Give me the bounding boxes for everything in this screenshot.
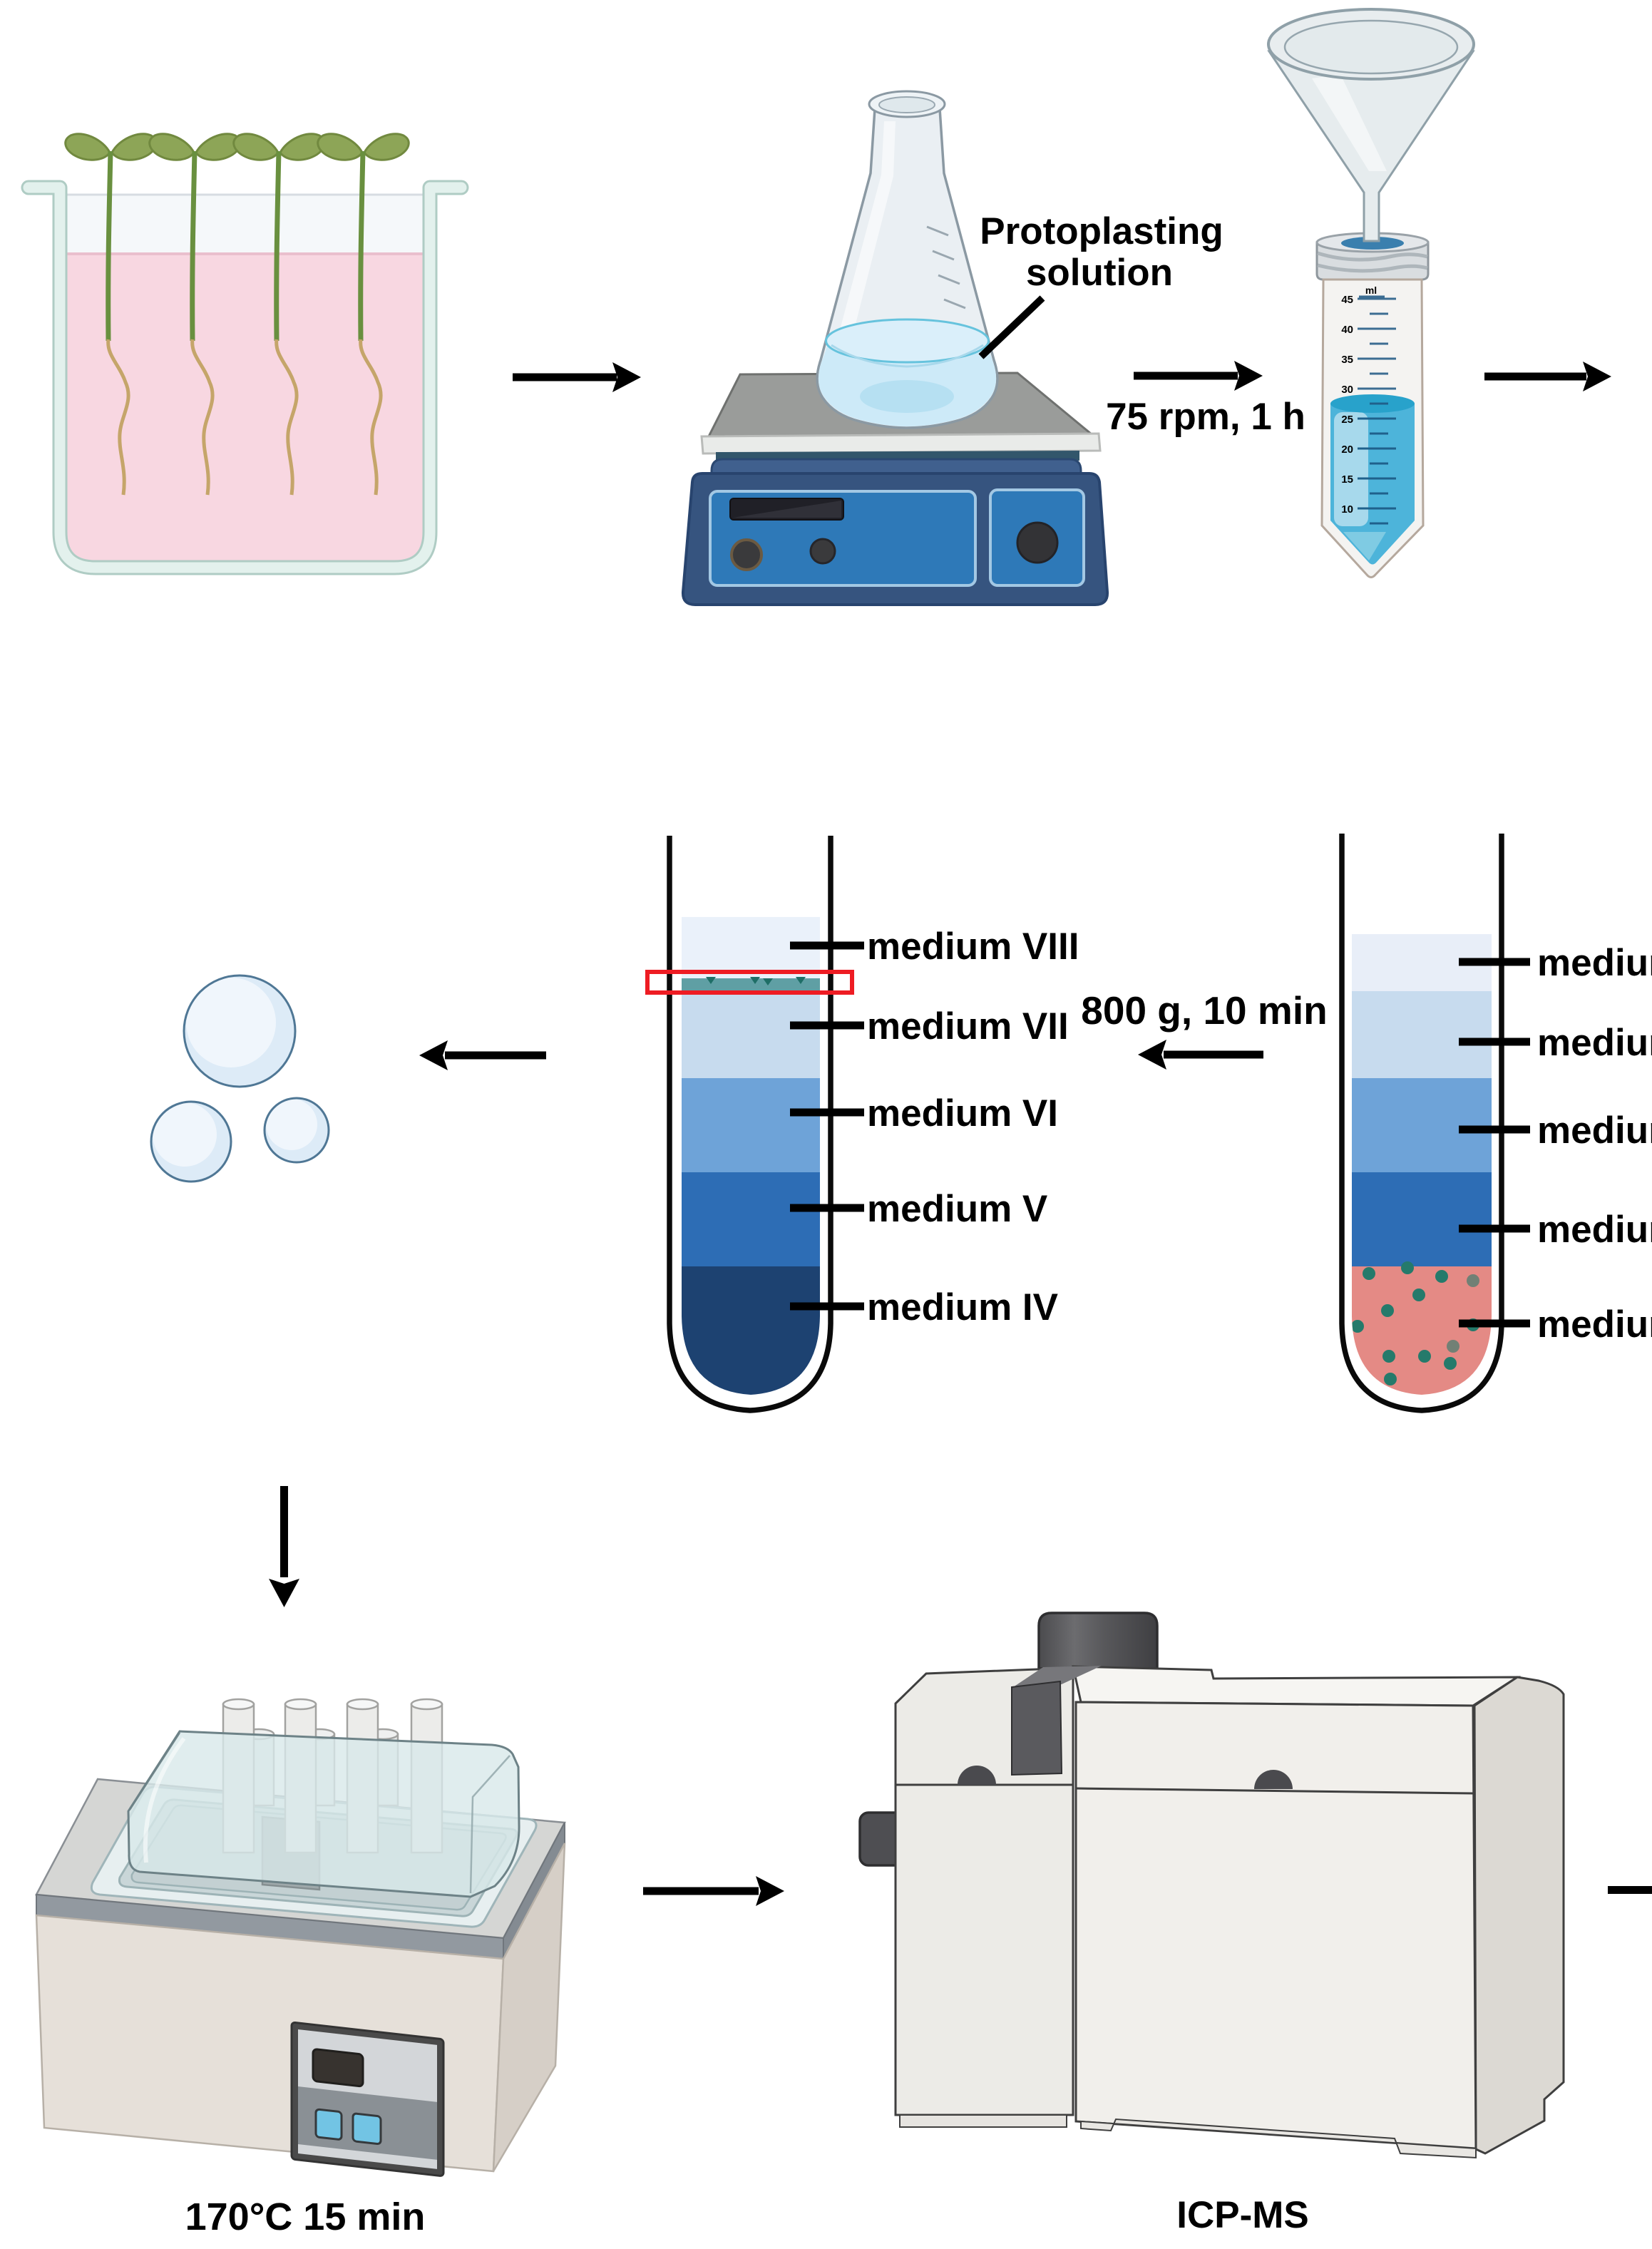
svg-text:medium V: medium V — [867, 1188, 1047, 1230]
svg-text:170°C 15 min: 170°C 15 min — [185, 2196, 426, 2238]
svg-text:medium VIII: medium VIII — [1537, 942, 1652, 984]
svg-text:Protoplasting: Protoplasting — [980, 210, 1223, 252]
svg-text:40: 40 — [1341, 324, 1353, 336]
svg-text:solution: solution — [1026, 252, 1173, 294]
svg-text:75 rpm, 1 h: 75 rpm, 1 h — [1106, 396, 1305, 438]
svg-text:25: 25 — [1341, 414, 1353, 426]
svg-text:medium VI: medium VI — [867, 1092, 1058, 1134]
svg-text:45: 45 — [1341, 294, 1353, 306]
svg-text:20: 20 — [1341, 444, 1353, 456]
svg-text:medium VII: medium VII — [1537, 1022, 1652, 1064]
svg-text:15: 15 — [1341, 473, 1353, 486]
svg-text:medium IV: medium IV — [867, 1286, 1058, 1328]
svg-text:medium VIII: medium VIII — [867, 926, 1079, 968]
svg-text:35: 35 — [1341, 354, 1353, 366]
svg-text:10: 10 — [1341, 503, 1353, 516]
svg-text:medium VI: medium VI — [1537, 1110, 1652, 1152]
svg-text:ml: ml — [1365, 285, 1377, 296]
svg-text:medium VII: medium VII — [867, 1005, 1069, 1047]
svg-text:medium V: medium V — [1537, 1209, 1652, 1251]
svg-text:30: 30 — [1341, 384, 1353, 396]
svg-text:800 g, 10 min: 800 g, 10 min — [1081, 988, 1327, 1033]
svg-text:medium IV: medium IV — [1537, 1303, 1652, 1346]
svg-text:ICP-MS: ICP-MS — [1176, 2194, 1309, 2236]
